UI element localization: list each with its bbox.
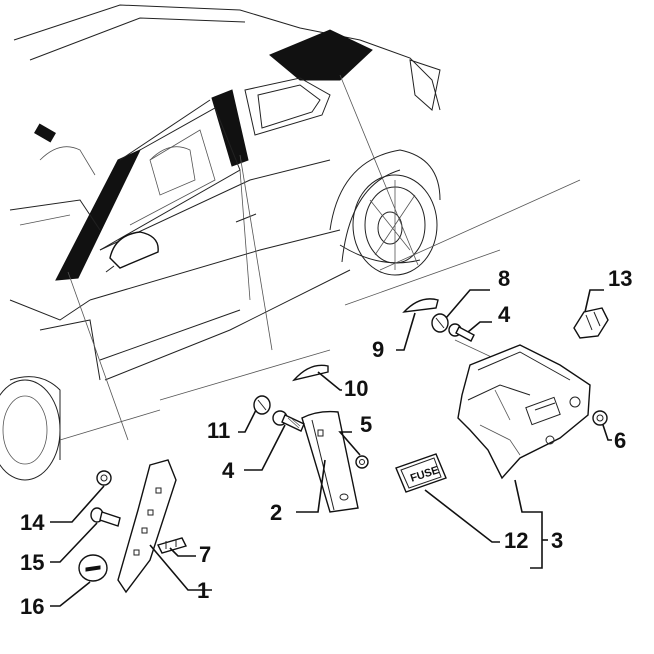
reference-lines	[67, 74, 516, 441]
callout-1: 1	[197, 578, 209, 603]
callout-13: 13	[608, 266, 632, 291]
part-13-clip	[573, 307, 609, 339]
part-14-nut	[96, 470, 112, 486]
part-2-b-pillar-trim	[301, 410, 359, 513]
callout-15: 15	[20, 550, 44, 575]
callout-16: 16	[20, 594, 44, 619]
part-12-fuse-cover: FUSE	[395, 453, 447, 493]
part-11-clip	[253, 395, 271, 415]
part-1-a-pillar-trim	[117, 459, 177, 594]
callout-9: 9	[372, 337, 384, 362]
part-16-cap	[78, 554, 108, 582]
callout-4-right: 4	[498, 302, 511, 327]
part-4-bolt-right	[448, 323, 475, 342]
callout-11: 11	[207, 418, 230, 443]
part-3-lower-trim-panel	[457, 344, 591, 480]
part-9-cover	[402, 298, 439, 313]
part-5-nut	[355, 455, 369, 469]
callout-4-left: 4	[222, 458, 235, 483]
part-10-cover	[292, 364, 329, 382]
callout-12: 12	[504, 528, 528, 553]
callout-6: 6	[614, 428, 626, 453]
callout-leaders	[50, 289, 612, 607]
callout-10: 10	[344, 376, 368, 401]
part-8-clip	[431, 313, 449, 333]
callout-7: 7	[199, 542, 211, 567]
callout-5: 5	[360, 412, 372, 437]
part-15-bolt	[90, 507, 121, 527]
car-illustration	[0, 4, 581, 481]
callout-8: 8	[498, 266, 510, 291]
callout-14: 14	[20, 510, 45, 535]
callout-3: 3	[551, 528, 563, 553]
callout-numbers: 1 2 3 4 4 5 6 7 8 9 10 11 12 13 14 15 16	[20, 266, 632, 619]
part-6-nut	[592, 410, 608, 426]
callout-2: 2	[270, 500, 282, 525]
part-7-clip	[156, 537, 188, 554]
part-4-bolt-left	[272, 410, 305, 432]
